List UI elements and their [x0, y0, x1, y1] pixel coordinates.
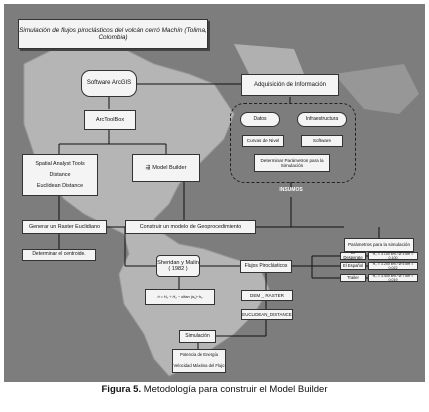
potencia-energia-label: Potencia de Energía — [180, 352, 218, 358]
determinar-parametros-node: Determinar Parámetros para la Simulación — [254, 154, 330, 172]
equation-node: h = H₀ + H₀ − d/tan (α₁)−h₀ — [145, 289, 215, 305]
arctoolbox-node: ArcToolBox — [84, 110, 136, 130]
param-value-3: H₀ = 3.400 km / Ø 7 km = 0.019 — [368, 274, 418, 282]
simulation-outputs-node: Potencia de Energía Velocidad Máxima del… — [172, 349, 226, 373]
model-builder-icon: ⇶ — [145, 164, 151, 171]
figure-caption-text: Metodología para construir el Model Buil… — [143, 384, 328, 395]
spatial-analyst-node: Spatial Analyst Tools Distance Euclidean… — [22, 154, 98, 196]
flujos-piroclasticos-node: Flujos Piroclásticos — [240, 260, 292, 273]
parametros-simulacion-node: Parámetros para la simulación — [344, 238, 414, 252]
diagram-panel: Simulación de flujos piroclásticos del v… — [4, 4, 425, 382]
spatial-analyst-label: Spatial Analyst Tools — [35, 160, 85, 167]
model-builder-node: ⇶ Model Builder — [132, 154, 200, 182]
adquisicion-informacion-node: Adquisición de Información — [241, 74, 339, 96]
curvas-nivel-node: Curvas de Nivel — [242, 135, 284, 147]
sheridan-year-label: ( 1982 ) — [168, 266, 188, 272]
model-builder-label: Model Builder — [152, 164, 187, 171]
velocidad-flujo-label: Velocidad Máxima del Flujo — [173, 363, 225, 369]
insumos-label: INSUMOS — [279, 187, 303, 194]
dem-raster-node: DEM _ RASTER — [241, 290, 293, 301]
datos-node: Datos — [240, 112, 280, 127]
euclidean-distance-node: EUCLIDEAN_DISTANCE — [241, 309, 293, 320]
euclidean-distance-label: Euclidean Distance — [36, 183, 84, 190]
inputs-dashed-group — [230, 103, 356, 183]
infraestructura-node: Infraestructura — [297, 112, 347, 127]
trailer-label: Trailer — [340, 274, 366, 282]
sheridan-label: Sheridan y Malin — [157, 259, 199, 266]
generar-raster-node: Generar un Raster Euclidiano — [22, 220, 107, 234]
param-value-1: H₀ = 3.100 km / Ø 3 km = 0.100 — [368, 252, 418, 260]
construir-modelo-node: Construir un modelo de Geoprocedimiento — [125, 220, 256, 234]
distance-label: Distance — [49, 171, 71, 178]
diagram-title: Simulación de flujos piroclásticos del v… — [18, 19, 208, 49]
software-arcgis-node: Software ArcGIS — [81, 70, 137, 97]
figure-number: Figura 5. — [101, 384, 142, 395]
americas-map — [23, 43, 270, 377]
software-node: Software — [301, 135, 343, 147]
simulacion-node: Simulación — [179, 330, 216, 343]
param-value-2: H₀ = 3.200 km / Ø 5 km = 0.022 — [368, 262, 418, 270]
sheridan-malin-node: Sheridan y Malin ( 1982 ) — [156, 255, 200, 277]
determinar-centroide-node: Determinar el centroide. — [22, 249, 96, 261]
el-espanol-label: El Español — [340, 262, 366, 270]
el-desperate-label: El Desperate — [340, 250, 366, 260]
figure-caption: Figura 5. Metodología para construir el … — [0, 384, 429, 395]
